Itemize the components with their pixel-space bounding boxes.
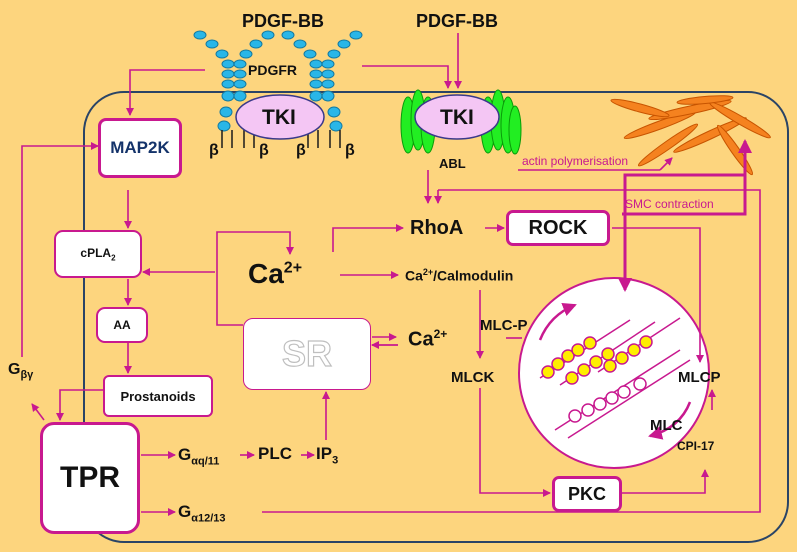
ca-calmodulin-label: Ca2+/Calmodulin [405, 267, 514, 284]
ca-sr-label: Ca2+ [408, 327, 448, 351]
cell-membrane [83, 91, 789, 543]
ligand-right-label: PDGF-BB [416, 11, 498, 31]
g-alpha-12-13-label: Gα12/13 [178, 502, 226, 525]
mlck-label: MLCK [451, 369, 495, 386]
map2k-label: MAP2K [110, 138, 170, 157]
ca-main-label: Ca2+ [248, 258, 303, 289]
ip3-label: IP3 [316, 444, 339, 467]
tpr-label: TPR [60, 461, 120, 494]
mlcp-label: MLCP [678, 369, 721, 386]
cpla2-label: cPLA2 [80, 245, 116, 263]
actin-polymerisation-label: actin polymerisation [522, 154, 629, 168]
tki-right-label: TKI [440, 106, 474, 129]
beta-label-1: β [209, 142, 219, 159]
beta-label-3: β [296, 142, 306, 159]
g-alpha-q-label: Gαq/11 [178, 445, 220, 468]
rock-node: ROCK [506, 210, 610, 246]
smc-contraction-label: SMC contraction [625, 197, 714, 211]
actin-filaments-icon [610, 95, 771, 176]
cpla2-node: cPLA2 [54, 230, 142, 278]
map2k-node: MAP2K [98, 118, 182, 178]
rock-label: ROCK [528, 216, 588, 239]
sr-node: SR [243, 318, 371, 390]
plc-label: PLC [258, 444, 292, 463]
mlc-label: MLC [650, 417, 683, 434]
aa-label: AA [113, 318, 131, 332]
prostanoids-label: Prostanoids [120, 388, 196, 404]
rhoa-label: RhoA [410, 217, 464, 239]
phosphorylated-mlc-beads [541, 335, 653, 385]
sr-label: SR [281, 332, 332, 374]
beta-label-2: β [259, 142, 269, 159]
g-beta-gamma-label: Gβγ [8, 361, 34, 382]
beta-label-4: β [345, 142, 355, 159]
ligand-left-label: PDGF-BB [242, 11, 324, 31]
pkc-label: PKC [567, 483, 606, 504]
tpr-node: TPR [40, 422, 140, 534]
prostanoids-node: Prostanoids [103, 375, 213, 417]
tki-left-shape [235, 94, 325, 140]
pkc-node: PKC [552, 476, 622, 512]
tki-right-shape [414, 94, 500, 140]
cpi17-label: CPI-17 [677, 439, 715, 453]
pdgfr-label: PDGFR [248, 62, 297, 78]
mlc-p-label: MLC-P [480, 317, 528, 334]
mlc-filament-circle [518, 277, 710, 469]
abl-label: ABL [439, 156, 466, 171]
unphosphorylated-mlc-beads [568, 377, 647, 423]
aa-node: AA [96, 307, 148, 343]
tki-left-label: TKI [262, 106, 296, 129]
